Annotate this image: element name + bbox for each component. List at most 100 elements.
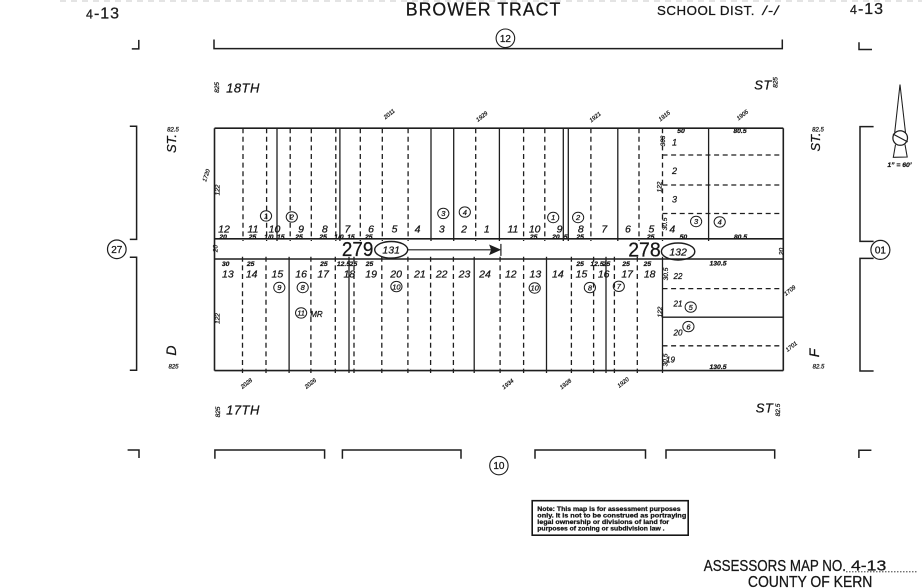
svg-text:8: 8 — [578, 223, 584, 235]
svg-text:ST: ST — [754, 78, 772, 93]
svg-text:3: 3 — [694, 217, 699, 226]
svg-text:legal ownership or divisions o: legal ownership or divisions of land for — [537, 519, 670, 526]
svg-text:6: 6 — [368, 223, 374, 235]
svg-text:4-13: 4-13 — [850, 1, 884, 18]
svg-text:1720: 1720 — [202, 168, 212, 183]
svg-text:27: 27 — [111, 245, 123, 256]
svg-text:9: 9 — [298, 223, 304, 235]
svg-text:1: 1 — [672, 138, 677, 148]
svg-text:30.5: 30.5 — [663, 353, 670, 366]
svg-text:825: 825 — [168, 365, 179, 371]
svg-text:10: 10 — [392, 282, 401, 291]
svg-text:ST.: ST. — [164, 134, 179, 153]
svg-text:25: 25 — [365, 261, 374, 268]
svg-text:19: 19 — [666, 356, 675, 365]
svg-text:Note: This map is for assessme: Note: This map is for assessment purpose… — [537, 506, 681, 513]
svg-text:6: 6 — [686, 322, 691, 331]
svg-text:30.5: 30.5 — [662, 217, 669, 230]
svg-text:17: 17 — [317, 268, 330, 280]
svg-text:122: 122 — [215, 184, 222, 195]
svg-text:30.5: 30.5 — [663, 267, 670, 280]
svg-text:278: 278 — [628, 240, 661, 262]
svg-text:2: 2 — [575, 213, 581, 222]
svg-text:9: 9 — [277, 283, 282, 292]
svg-text:4: 4 — [463, 208, 467, 217]
svg-text:279: 279 — [342, 239, 374, 261]
svg-text:10: 10 — [531, 284, 540, 293]
svg-text:8: 8 — [301, 283, 306, 292]
svg-text:10: 10 — [269, 223, 281, 235]
svg-text:16: 16 — [295, 268, 307, 280]
svg-text:11: 11 — [297, 309, 305, 318]
svg-text:25: 25 — [529, 234, 538, 241]
svg-text:25: 25 — [646, 234, 655, 241]
svg-text:7: 7 — [601, 223, 608, 235]
svg-text:25: 25 — [248, 234, 257, 241]
svg-text:1: 1 — [264, 212, 268, 221]
svg-text:20: 20 — [779, 248, 786, 257]
svg-text:12.5: 12.5 — [590, 261, 603, 268]
svg-text:23: 23 — [458, 268, 471, 280]
svg-text:25: 25 — [294, 234, 303, 241]
svg-text:25: 25 — [575, 261, 584, 268]
svg-text:14: 14 — [246, 268, 258, 280]
svg-text:17TH: 17TH — [226, 403, 260, 418]
svg-text:303: 303 — [660, 135, 667, 146]
svg-text:82.5: 82.5 — [812, 128, 824, 134]
svg-text:18: 18 — [644, 268, 656, 280]
svg-text:1/0: 1/0 — [264, 234, 274, 241]
svg-text:3: 3 — [441, 209, 446, 218]
svg-text:25: 25 — [621, 261, 630, 268]
svg-text:9: 9 — [557, 223, 563, 235]
svg-text:/-/: /-/ — [761, 3, 780, 18]
svg-text:15: 15 — [277, 234, 285, 241]
svg-text:24: 24 — [478, 268, 491, 280]
svg-text:21: 21 — [413, 268, 426, 280]
svg-text:1: 1 — [484, 223, 490, 235]
svg-text:122: 122 — [215, 313, 222, 324]
svg-text:20: 20 — [213, 245, 220, 254]
svg-text:22: 22 — [435, 268, 448, 280]
svg-text:11: 11 — [507, 223, 518, 235]
svg-text:25: 25 — [602, 261, 611, 268]
svg-text:21: 21 — [673, 300, 683, 309]
svg-text:82.5: 82.5 — [775, 403, 782, 416]
svg-text:122: 122 — [657, 306, 664, 317]
svg-text:6: 6 — [625, 223, 631, 235]
svg-text:20: 20 — [389, 268, 402, 280]
svg-text:122: 122 — [657, 181, 664, 192]
svg-text:5: 5 — [648, 223, 654, 235]
svg-text:01: 01 — [875, 246, 887, 257]
svg-text:13: 13 — [530, 268, 542, 280]
svg-text:50: 50 — [680, 234, 688, 241]
svg-text:5: 5 — [689, 303, 694, 312]
svg-text:30: 30 — [222, 261, 230, 268]
svg-text:825: 825 — [215, 406, 222, 417]
svg-text:4-13: 4-13 — [851, 558, 886, 575]
svg-text:18TH: 18TH — [226, 81, 260, 96]
svg-text:ST.: ST. — [808, 132, 823, 151]
svg-text:4: 4 — [718, 218, 722, 227]
svg-text:10: 10 — [529, 223, 541, 235]
svg-text:14: 14 — [552, 268, 564, 280]
svg-text:25: 25 — [246, 261, 255, 268]
svg-text:2: 2 — [289, 213, 295, 222]
svg-text:SCHOOL DIST.: SCHOOL DIST. — [657, 4, 755, 18]
svg-text:BROWER TRACT: BROWER TRACT — [406, 0, 562, 20]
svg-text:825: 825 — [773, 77, 780, 88]
svg-text:20: 20 — [551, 234, 560, 241]
svg-text:80.5: 80.5 — [734, 234, 747, 241]
svg-text:15: 15 — [576, 268, 588, 280]
svg-text:1/0: 1/0 — [334, 234, 344, 241]
svg-text:8: 8 — [588, 283, 593, 292]
svg-text:13: 13 — [222, 268, 234, 280]
svg-text:only. It is not to be construe: only. It is not to be construed as portr… — [537, 512, 686, 519]
svg-text:7: 7 — [344, 223, 351, 235]
svg-text:80.5: 80.5 — [733, 128, 746, 135]
svg-text:1” = 60’: 1” = 60’ — [887, 162, 911, 169]
svg-text:17: 17 — [621, 268, 634, 280]
svg-text:15: 15 — [272, 268, 284, 280]
svg-text:4: 4 — [669, 223, 675, 235]
svg-text:19: 19 — [365, 268, 377, 280]
svg-text:16: 16 — [598, 268, 610, 280]
